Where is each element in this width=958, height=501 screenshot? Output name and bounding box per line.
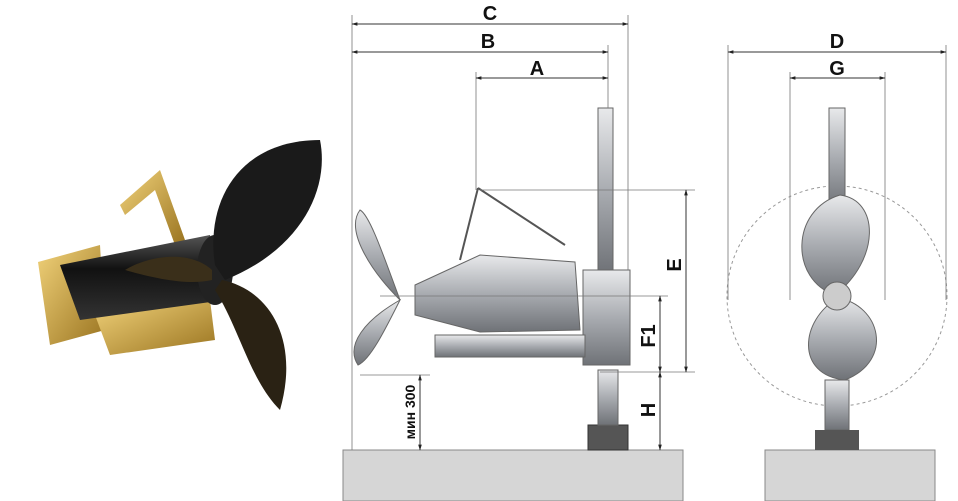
ground-front-view <box>764 449 936 501</box>
label-b: B <box>481 31 495 53</box>
label-f1: F1 <box>638 324 660 347</box>
ground-side-view <box>342 449 684 501</box>
label-a: A <box>530 58 544 80</box>
label-h: H <box>638 403 660 417</box>
mixer-side-view <box>353 107 631 451</box>
label-e: E <box>664 258 686 271</box>
label-g: G <box>829 58 845 80</box>
mixer-photo <box>38 140 322 410</box>
label-min-clearance: мин 300 <box>402 384 418 439</box>
label-d: D <box>830 31 844 53</box>
mixer-front-view <box>726 107 948 450</box>
label-c: C <box>483 3 497 25</box>
